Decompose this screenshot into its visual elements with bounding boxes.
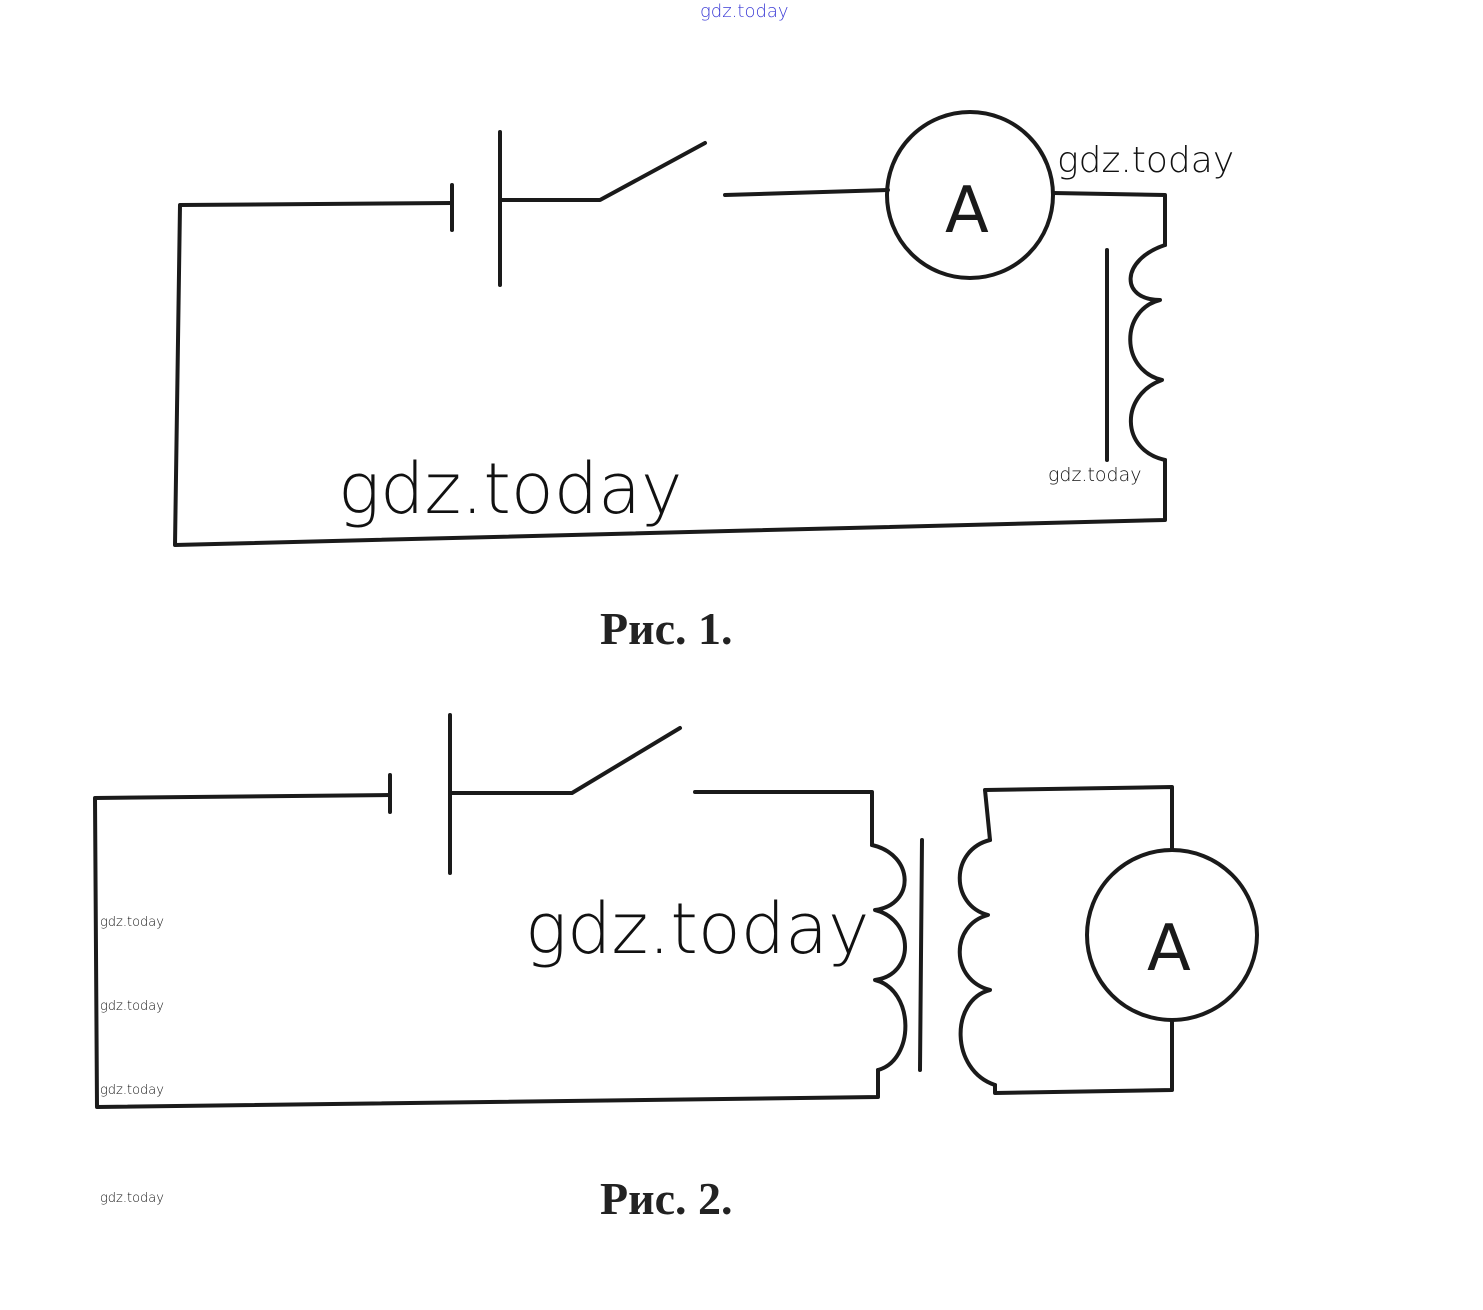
wire <box>93 793 880 1109</box>
watermark: gdz.today <box>100 1191 164 1206</box>
wire <box>1051 191 1167 247</box>
ammeter-label: A <box>945 174 989 248</box>
wire <box>983 785 1174 850</box>
watermark: gdz.today <box>100 1083 164 1098</box>
inductor-coil <box>1128 243 1167 462</box>
wire <box>993 1018 1174 1095</box>
watermark: gdz.today <box>338 448 683 530</box>
ammeter-label: A <box>1147 912 1191 986</box>
wire <box>723 188 890 197</box>
watermark: gdz.today <box>525 888 870 970</box>
figure-1-caption: Рис. 1. <box>600 603 733 654</box>
watermark: gdz.today <box>100 915 164 930</box>
switch <box>498 141 707 202</box>
figure-2-circuit: A <box>93 713 1259 1109</box>
wire <box>173 201 1167 547</box>
switch <box>448 726 682 795</box>
figure-2-caption: Рис. 2. <box>600 1173 733 1224</box>
secondary-coil <box>957 838 997 1087</box>
figure-1-circuit: A <box>173 110 1167 547</box>
watermark: gdz.today <box>700 1 789 22</box>
watermark: gdz.today <box>1057 140 1235 181</box>
watermark: gdz.today <box>100 999 164 1014</box>
primary-coil <box>870 843 908 1072</box>
watermark: gdz.today <box>1048 464 1142 486</box>
wire <box>693 790 874 847</box>
transformer-core <box>918 838 924 1072</box>
